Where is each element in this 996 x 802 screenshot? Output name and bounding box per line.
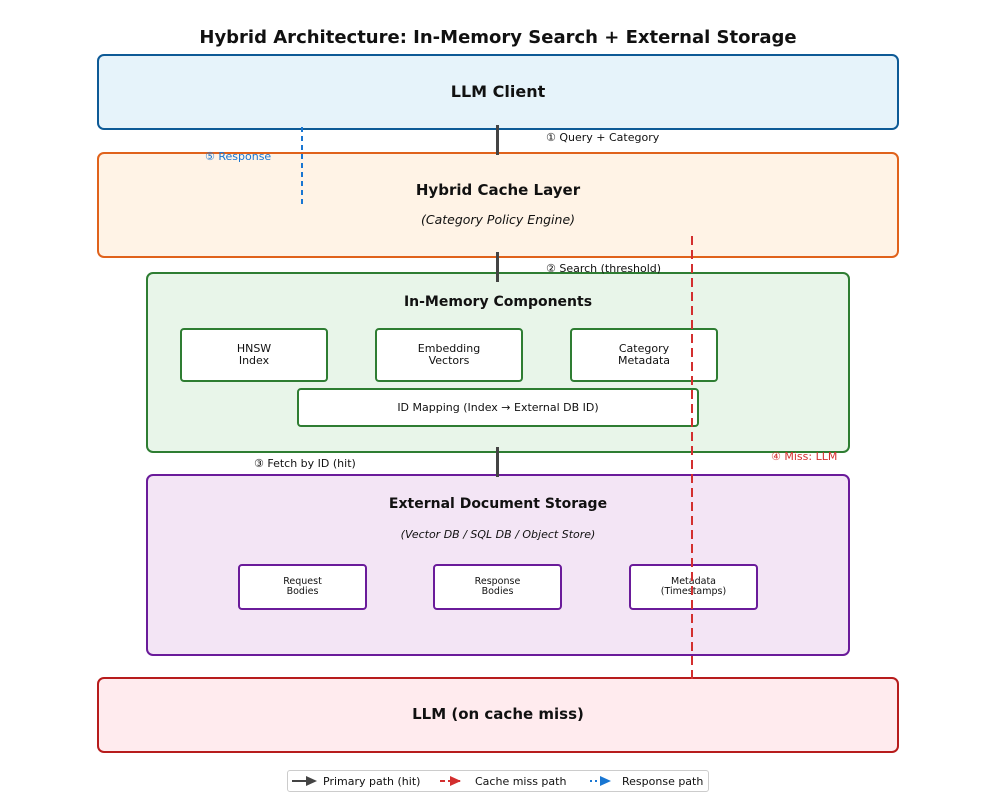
response-bodies-box: Response Bodies (433, 564, 562, 610)
embedding-vectors-box: Embedding Vectors (375, 328, 523, 382)
hybrid-cache-layer-box: Hybrid Cache Layer (Category Policy Engi… (97, 152, 899, 258)
query-category-label: ① Query + Category (546, 131, 660, 144)
fetch-by-id-label: ③ Fetch by ID (hit) (254, 457, 356, 470)
cache-miss-legend-icon (440, 776, 461, 786)
query-connector (496, 125, 499, 155)
diagram-title: Hybrid Architecture: In-Memory Search + … (199, 27, 797, 48)
external-document-storage-subtitle: (Vector DB / SQL DB / Object Store) (400, 528, 596, 541)
category-metadata-box: Category Metadata (570, 328, 718, 382)
request-bodies-box: Request Bodies (238, 564, 367, 610)
response-label: ⑤ Response (205, 150, 272, 163)
id-mapping-box: ID Mapping (Index → External DB ID) (297, 388, 699, 427)
search-threshold-label: ② Search (threshold) (546, 262, 662, 275)
primary-path-legend-icon (292, 776, 317, 786)
cache-miss-legend-label: Cache miss path (475, 775, 567, 788)
llm-client-title: LLM Client (450, 82, 546, 101)
response-path-legend-label: Response path (622, 775, 704, 788)
metadata-timestamps-box: Metadata (Timestamps) (629, 564, 758, 610)
llm-on-cache-miss-box: LLM (on cache miss) (97, 677, 899, 753)
hybrid-cache-layer-subtitle: (Category Policy Engine) (420, 212, 576, 227)
llm-on-cache-miss-title: LLM (on cache miss) (412, 705, 584, 723)
response-path-legend-icon (590, 776, 611, 786)
fetch-connector (496, 447, 499, 477)
legend: Primary path (hit) Cache miss path Respo… (287, 770, 709, 792)
in-memory-components-title: In-Memory Components (403, 294, 593, 310)
primary-path-legend-label: Primary path (hit) (323, 775, 421, 788)
hybrid-cache-layer-title: Hybrid Cache Layer (415, 181, 581, 199)
search-connector (496, 252, 499, 282)
miss-llm-label: ④ Miss: LLM (771, 450, 838, 463)
external-document-storage-title: External Document Storage (388, 496, 608, 512)
hnsw-index-box: HNSW Index (180, 328, 328, 382)
